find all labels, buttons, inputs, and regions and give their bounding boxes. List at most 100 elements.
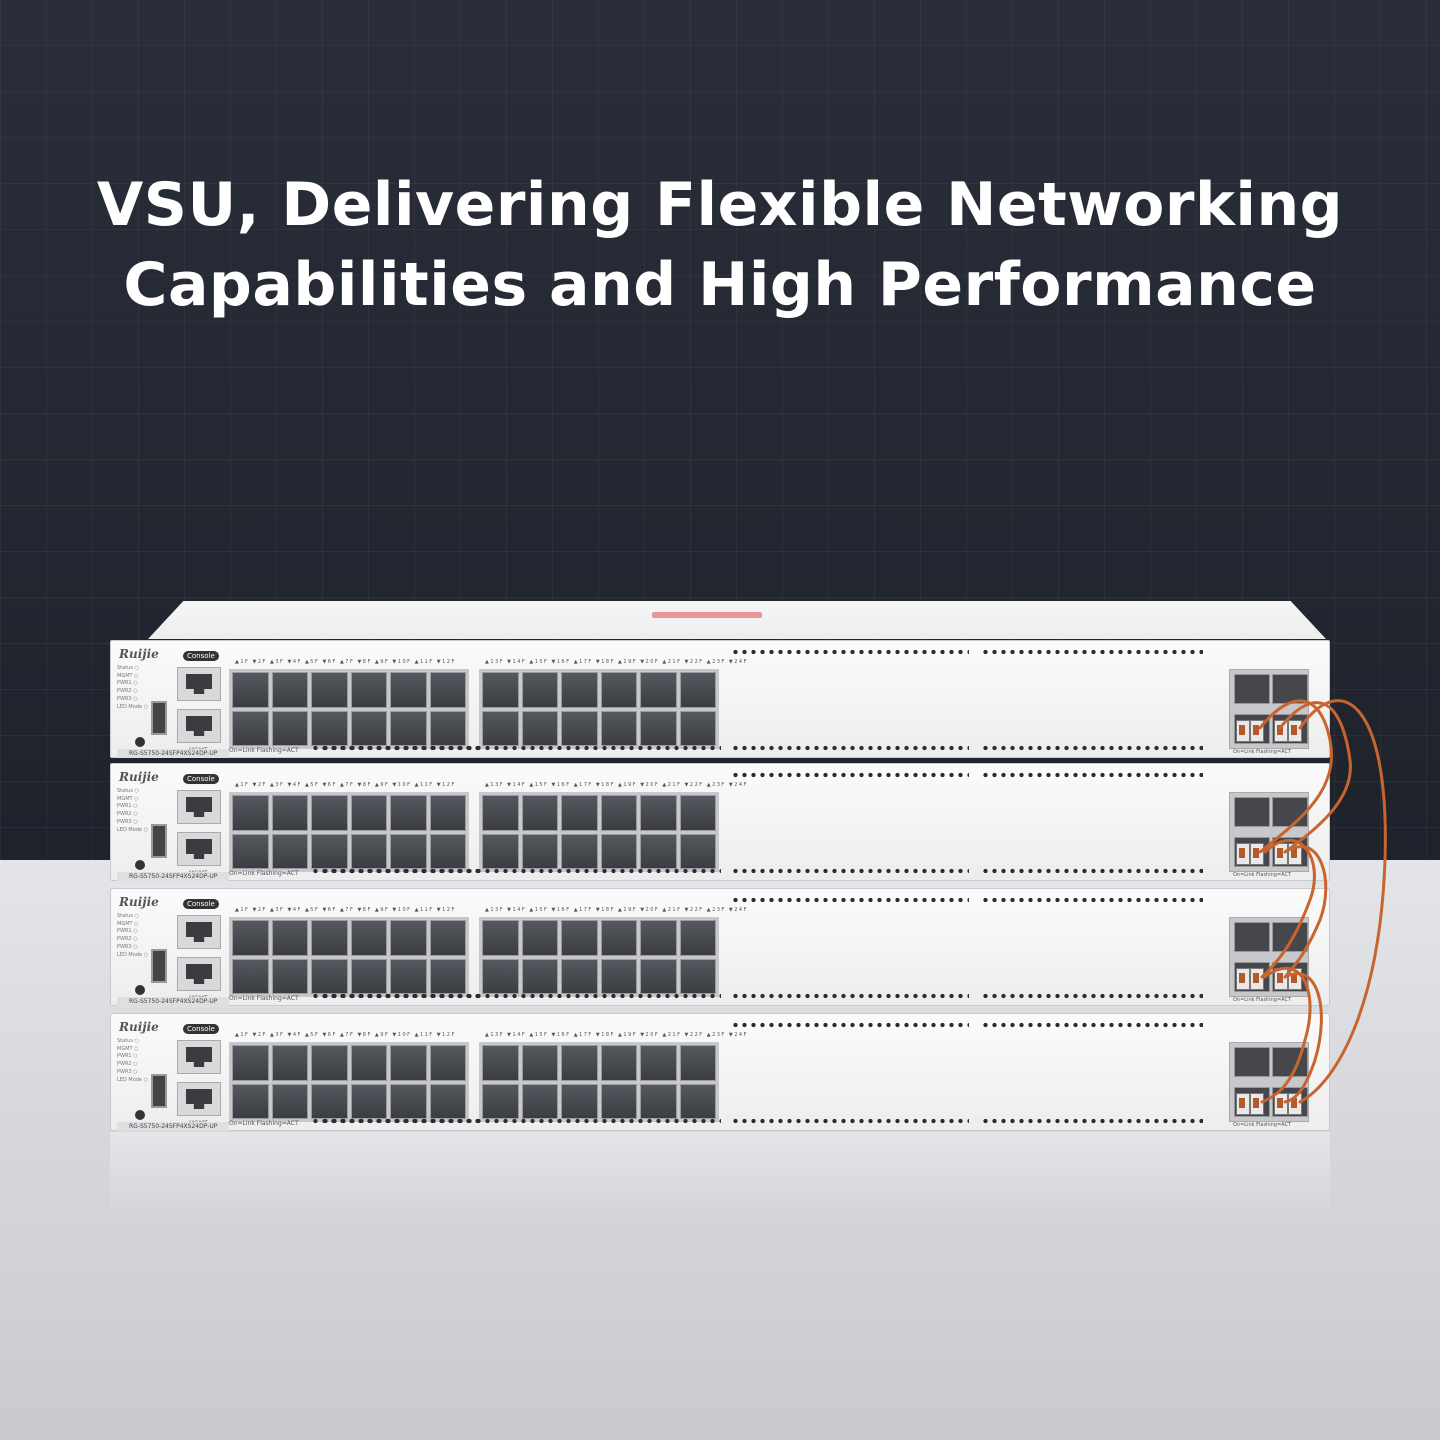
sfp-port[interactable]: [679, 920, 716, 956]
sfp-port[interactable]: [429, 672, 466, 708]
sfp-plus-cage[interactable]: [1234, 1047, 1270, 1077]
sfp-plus-cage[interactable]: [1234, 674, 1270, 704]
sfp-port[interactable]: [429, 920, 466, 956]
sfp-port[interactable]: [232, 958, 269, 994]
sfp-port[interactable]: [640, 1045, 677, 1081]
sfp-plus-cage[interactable]: [1272, 922, 1308, 952]
sfp-port[interactable]: [350, 795, 387, 831]
sfp-port[interactable]: [311, 920, 348, 956]
usb-port[interactable]: [151, 701, 167, 735]
sfp-port[interactable]: [561, 710, 598, 746]
sfp-port[interactable]: [390, 672, 427, 708]
sfp-port[interactable]: [311, 1083, 348, 1119]
sfp-port[interactable]: [482, 958, 519, 994]
sfp-port[interactable]: [429, 1083, 466, 1119]
sfp-port[interactable]: [679, 672, 716, 708]
sfp-port[interactable]: [600, 672, 637, 708]
sfp-plus-cage[interactable]: [1234, 922, 1270, 952]
sfp-plus-cage[interactable]: [1272, 1047, 1308, 1077]
usb-port[interactable]: [151, 1074, 167, 1108]
sfp-port[interactable]: [232, 920, 269, 956]
sfp-port[interactable]: [600, 1045, 637, 1081]
sfp-port[interactable]: [390, 1045, 427, 1081]
sfp-port[interactable]: [679, 1045, 716, 1081]
console-port[interactable]: [177, 790, 221, 824]
sfp-port[interactable]: [390, 795, 427, 831]
led-mode-button[interactable]: [135, 737, 145, 747]
sfp-port[interactable]: [482, 920, 519, 956]
sfp-port[interactable]: [271, 1045, 308, 1081]
sfp-port[interactable]: [271, 710, 308, 746]
sfp-port[interactable]: [640, 1083, 677, 1119]
sfp-port[interactable]: [311, 672, 348, 708]
sfp-port[interactable]: [429, 958, 466, 994]
sfp-port[interactable]: [561, 672, 598, 708]
sfp-port[interactable]: [521, 710, 558, 746]
sfp-port[interactable]: [679, 1083, 716, 1119]
sfp-port[interactable]: [350, 1045, 387, 1081]
led-mode-button[interactable]: [135, 985, 145, 995]
sfp-port[interactable]: [271, 672, 308, 708]
console-port[interactable]: [177, 915, 221, 949]
led-mode-button[interactable]: [135, 860, 145, 870]
sfp-port[interactable]: [482, 710, 519, 746]
sfp-port[interactable]: [311, 710, 348, 746]
mgmt-port[interactable]: [177, 832, 221, 866]
sfp-port[interactable]: [679, 710, 716, 746]
usb-port[interactable]: [151, 949, 167, 983]
sfp-port[interactable]: [679, 833, 716, 869]
sfp-port[interactable]: [232, 1083, 269, 1119]
sfp-port[interactable]: [600, 795, 637, 831]
mgmt-port[interactable]: [177, 709, 221, 743]
sfp-port[interactable]: [429, 795, 466, 831]
sfp-port[interactable]: [521, 958, 558, 994]
sfp-port[interactable]: [350, 1083, 387, 1119]
sfp-port[interactable]: [311, 958, 348, 994]
led-mode-button[interactable]: [135, 1110, 145, 1120]
sfp-port[interactable]: [350, 920, 387, 956]
sfp-plus-cage[interactable]: [1272, 797, 1308, 827]
sfp-port[interactable]: [482, 833, 519, 869]
sfp-port[interactable]: [640, 672, 677, 708]
sfp-port[interactable]: [482, 672, 519, 708]
sfp-port[interactable]: [232, 1045, 269, 1081]
sfp-port[interactable]: [521, 920, 558, 956]
sfp-port[interactable]: [232, 795, 269, 831]
sfp-port[interactable]: [350, 710, 387, 746]
sfp-port[interactable]: [679, 958, 716, 994]
sfp-port[interactable]: [271, 958, 308, 994]
sfp-port[interactable]: [482, 1083, 519, 1119]
sfp-port[interactable]: [390, 958, 427, 994]
sfp-port[interactable]: [350, 958, 387, 994]
sfp-port[interactable]: [350, 672, 387, 708]
sfp-port[interactable]: [271, 1083, 308, 1119]
sfp-port[interactable]: [600, 1083, 637, 1119]
console-port[interactable]: [177, 1040, 221, 1074]
sfp-port[interactable]: [600, 833, 637, 869]
sfp-port[interactable]: [482, 795, 519, 831]
sfp-port[interactable]: [232, 833, 269, 869]
sfp-port[interactable]: [561, 795, 598, 831]
sfp-port[interactable]: [271, 920, 308, 956]
sfp-port[interactable]: [390, 920, 427, 956]
sfp-port[interactable]: [429, 710, 466, 746]
sfp-port[interactable]: [521, 795, 558, 831]
sfp-port[interactable]: [600, 920, 637, 956]
console-port[interactable]: [177, 667, 221, 701]
sfp-port[interactable]: [350, 833, 387, 869]
sfp-port[interactable]: [561, 920, 598, 956]
sfp-port[interactable]: [429, 1045, 466, 1081]
sfp-port[interactable]: [271, 833, 308, 869]
sfp-port[interactable]: [521, 1045, 558, 1081]
sfp-port[interactable]: [561, 958, 598, 994]
sfp-port[interactable]: [390, 833, 427, 869]
usb-port[interactable]: [151, 824, 167, 858]
sfp-port[interactable]: [232, 710, 269, 746]
sfp-port[interactable]: [640, 920, 677, 956]
sfp-port[interactable]: [640, 958, 677, 994]
sfp-plus-cage[interactable]: [1272, 674, 1308, 704]
sfp-port[interactable]: [429, 833, 466, 869]
sfp-port[interactable]: [311, 1045, 348, 1081]
sfp-port[interactable]: [521, 1083, 558, 1119]
sfp-port[interactable]: [311, 795, 348, 831]
